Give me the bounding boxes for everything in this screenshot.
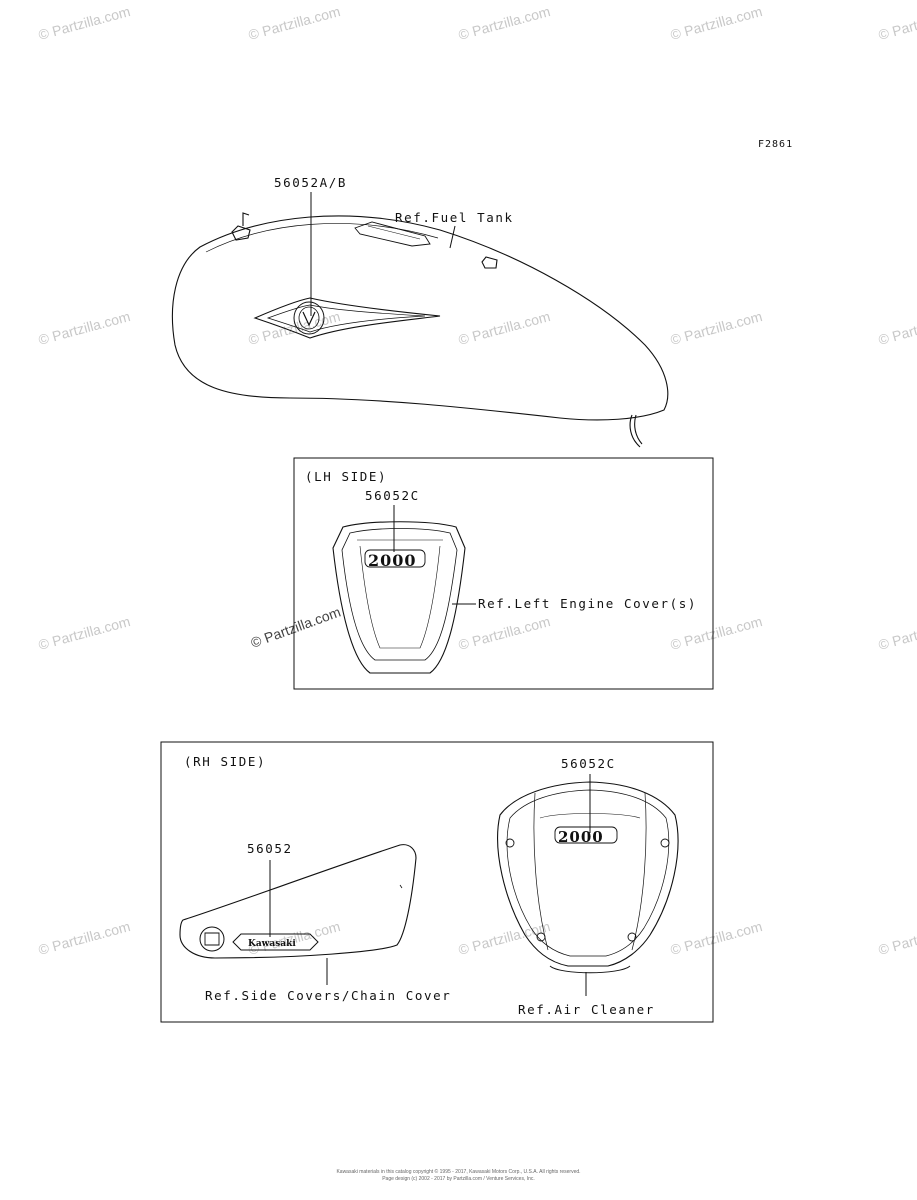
watermark: © Partzilla.com [247,918,342,958]
left-engine-cover-drawing [332,521,466,674]
watermark: © Partzilla.com [877,308,917,348]
figure-code: F2861 [758,139,793,150]
watermark-large: © Partzilla.com [249,604,343,651]
ref-side-covers-label: Ref.Side Covers/Chain Cover [205,988,451,1003]
lh-emblem-text: 2000 [368,551,417,570]
watermark: © Partzilla.com [669,3,764,43]
rh-side-panel [160,741,714,1023]
watermark: © Partzilla.com [37,308,132,348]
watermark: © Partzilla.com [877,613,917,653]
lh-side-panel [293,457,714,690]
watermark: © Partzilla.com [37,613,132,653]
air-cleaner-drawing [497,781,679,974]
watermark: © Partzilla.com [247,3,342,43]
watermark: © Partzilla.com [37,918,132,958]
watermark: © Partzilla.com [669,308,764,348]
watermark: © Partzilla.com [669,918,764,958]
side-cover-badge-text: Kawasaki [248,939,296,949]
part-number-56052: 56052 [247,841,293,856]
watermark: © Partzilla.com [669,613,764,653]
watermark: © Partzilla.com [457,613,552,653]
watermark: © Partzilla.com [457,308,552,348]
watermark: © Partzilla.com [877,3,917,43]
ref-air-cleaner-label: Ref.Air Cleaner [518,1002,655,1017]
rh-side-title: (RH SIDE) [184,754,266,769]
lh-side-title: (LH SIDE) [305,469,387,484]
air-cleaner-emblem-text: 2000 [558,828,604,846]
part-number-56052C-lh: 56052C [365,488,420,503]
copyright-footer-line-1: Kawasaki materials in this catalog copyr… [336,1169,581,1175]
part-number-56052A-B: 56052A/B [274,175,347,190]
watermark: © Partzilla.com [877,918,917,958]
ref-fuel-tank-label: Ref.Fuel Tank [395,210,514,225]
side-cover-drawing [179,844,417,959]
watermark: © Partzilla.com [457,918,552,958]
watermark: © Partzilla.com [37,3,132,43]
ref-left-engine-cover-label: Ref.Left Engine Cover(s) [478,596,697,611]
copyright-footer-line-2: Page design (c) 2002 - 2017 by Partzilla… [382,1176,535,1182]
fuel-tank-drawing [171,212,669,448]
part-number-56052C-rh: 56052C [561,756,616,771]
watermark: © Partzilla.com [457,3,552,43]
fuel-tank-leaders [310,192,456,316]
